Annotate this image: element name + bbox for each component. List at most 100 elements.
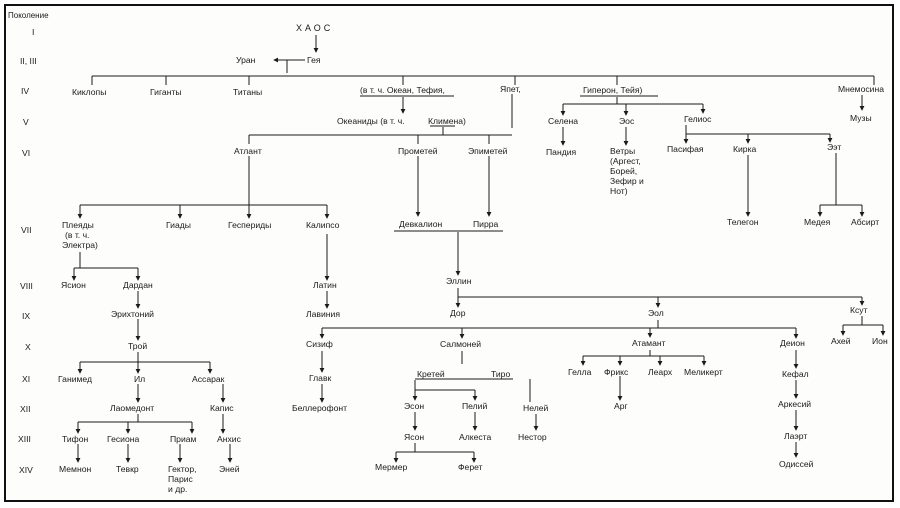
node-sisyphus: Сизиф bbox=[306, 339, 333, 349]
generation-label: XII bbox=[20, 404, 31, 414]
node-selene: Селена bbox=[548, 116, 578, 126]
node-atlas: Атлант bbox=[234, 146, 262, 156]
node-telegonus: Телегон bbox=[727, 217, 759, 227]
generation-label: XIII bbox=[18, 434, 31, 444]
node-eos: Эос bbox=[619, 116, 635, 126]
node-hector-line2: Парис bbox=[168, 474, 194, 484]
node-nestor: Нестор bbox=[518, 432, 547, 442]
node-circe: Кирка bbox=[733, 144, 757, 154]
node-athamas: Атамант bbox=[632, 338, 666, 348]
node-iason: Ясон bbox=[404, 432, 424, 442]
node-iasion: Ясион bbox=[61, 280, 86, 290]
node-ganymede: Ганимед bbox=[58, 374, 92, 384]
node-salmoneus: Салмоней bbox=[440, 339, 481, 349]
node-hellen: Эллин bbox=[446, 276, 472, 286]
node-pheres: Ферет bbox=[458, 462, 483, 472]
node-melicertes: Меликерт bbox=[684, 367, 723, 377]
node-muses: Музы bbox=[850, 113, 872, 123]
node-oceanids: Океаниды (в т. ч. bbox=[337, 116, 405, 126]
node-prometheus: Прометей bbox=[398, 146, 438, 156]
node-hesperides: Геспериды bbox=[228, 220, 271, 230]
node-absyrtus: Абсирт bbox=[851, 217, 879, 227]
node-helios: Гелиос bbox=[684, 114, 712, 124]
node-deucalion: Девкалион bbox=[399, 219, 442, 229]
node-hyades: Гиады bbox=[166, 220, 191, 230]
node-pleiades-line3: Электра) bbox=[62, 240, 98, 250]
node-mnemosyne: Мнемосина bbox=[838, 84, 884, 94]
node-hector-line3: и др. bbox=[168, 484, 187, 494]
node-lavinia: Лавиния bbox=[306, 309, 340, 319]
node-cyclopes: Киклопы bbox=[72, 87, 106, 97]
node-aeetes: Ээт bbox=[827, 142, 841, 152]
node-phrixus: Фрикс bbox=[604, 367, 629, 377]
node-uranus: Уран bbox=[236, 55, 256, 65]
node-neleus: Нелей bbox=[523, 403, 548, 413]
generation-label: X bbox=[25, 342, 31, 352]
node-dorus: Дор bbox=[450, 308, 466, 318]
generation-label: I bbox=[32, 27, 34, 37]
node-medea: Медея bbox=[804, 217, 831, 227]
node-titans: Титаны bbox=[233, 87, 262, 97]
node-dardanus: Дардан bbox=[123, 280, 153, 290]
connector-lines bbox=[71, 35, 886, 463]
node-cephalus: Кефал bbox=[782, 369, 809, 379]
node-tros: Трой bbox=[128, 341, 147, 351]
node-pelias: Пелий bbox=[462, 401, 487, 411]
node-achaeus: Ахей bbox=[831, 336, 851, 346]
node-laomedon: Лаомедонт bbox=[110, 403, 154, 413]
node-iapetus: Япет, bbox=[500, 84, 521, 94]
node-winds: Ветры bbox=[610, 146, 635, 156]
node-winds-line2: (Аргест, bbox=[610, 156, 641, 166]
generation-label: VIII bbox=[20, 281, 33, 291]
node-aeneas: Эней bbox=[219, 464, 240, 474]
generation-label: V bbox=[23, 117, 29, 127]
node-bellerophon: Беллерофонт bbox=[292, 403, 347, 413]
diagram-frame bbox=[4, 4, 894, 502]
node-arcesius: Аркесий bbox=[778, 399, 811, 409]
generation-label: VI bbox=[22, 148, 30, 158]
node-laertes: Лаэрт bbox=[784, 431, 807, 441]
node-pandia: Пандия bbox=[546, 147, 577, 157]
node-hector: Гектор, bbox=[168, 464, 197, 474]
node-pyrrha: Пирра bbox=[473, 219, 499, 229]
generation-labels: I II, III IV V VI VII VIII IX X XI XII X… bbox=[18, 27, 37, 475]
node-winds-line3: Борей, bbox=[610, 166, 637, 176]
node-winds-line5: Нот) bbox=[610, 186, 628, 196]
node-ion: Ион bbox=[872, 336, 888, 346]
node-argus: Арг bbox=[614, 401, 628, 411]
node-anchises: Анхис bbox=[217, 434, 242, 444]
generation-label: IX bbox=[22, 311, 30, 321]
generation-label: VII bbox=[21, 225, 32, 235]
generation-label: II, III bbox=[20, 56, 37, 66]
node-capys: Капис bbox=[210, 403, 234, 413]
node-cretheus: Кретей bbox=[417, 369, 445, 379]
node-aeolus: Эол bbox=[648, 308, 664, 318]
node-tyro: Тиро bbox=[491, 369, 510, 379]
node-ocean-tethys: (в т. ч. Океан, Тефия, bbox=[360, 85, 445, 95]
node-aeson: Эсон bbox=[404, 401, 424, 411]
node-hesione: Гесиона bbox=[107, 434, 139, 444]
node-alcestis: Алкеста bbox=[459, 432, 492, 442]
node-assaracus: Ассарак bbox=[192, 374, 225, 384]
node-helle: Гелла bbox=[568, 367, 592, 377]
node-glaucus: Главк bbox=[309, 373, 332, 383]
node-priam: Приам bbox=[170, 434, 197, 444]
tree-nodes: ХАОС Гея Уран Киклопы Гиганты Титаны (в … bbox=[58, 23, 888, 494]
node-odysseus: Одиссей bbox=[779, 459, 814, 469]
node-epimetheus: Эпиметей bbox=[468, 146, 508, 156]
node-tithonus: Тифон bbox=[62, 434, 89, 444]
node-erichthonius: Эрихтоний bbox=[111, 309, 154, 319]
generation-label: XI bbox=[22, 374, 30, 384]
generation-header: Поколение bbox=[8, 11, 49, 20]
node-xuthus: Ксут bbox=[850, 305, 868, 315]
node-ilus: Ил bbox=[134, 374, 145, 384]
node-chaos: ХАОС bbox=[296, 23, 333, 33]
node-memnon: Мемнон bbox=[59, 464, 91, 474]
node-mermerus: Мермер bbox=[375, 462, 408, 472]
node-deion: Деион bbox=[780, 338, 805, 348]
node-hyperion-theia: Гиперон, Тейя) bbox=[583, 85, 642, 95]
node-learchus: Леарх bbox=[648, 367, 673, 377]
generation-label: IV bbox=[21, 86, 29, 96]
node-latinus: Латин bbox=[313, 280, 337, 290]
